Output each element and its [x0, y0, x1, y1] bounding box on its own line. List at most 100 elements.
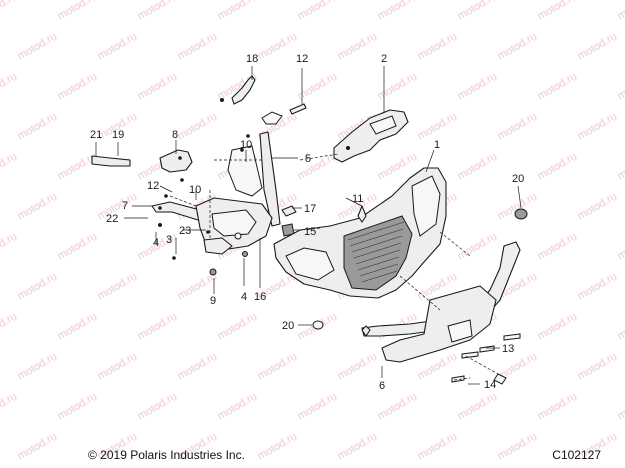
watermark-text: motod.ru	[256, 30, 300, 62]
callout-11: 11	[352, 193, 363, 205]
watermark-text: motod.ru	[576, 350, 620, 382]
watermark-text: motod.ru	[536, 310, 580, 342]
watermark-text: motod.ru	[0, 310, 19, 342]
callout-6: 6	[379, 380, 385, 392]
watermark-text: motod.ru	[96, 30, 140, 62]
watermark-text: motod.ru	[0, 0, 19, 23]
callout-18: 18	[246, 53, 258, 65]
watermark-text: motod.ru	[176, 30, 220, 62]
callout-4-bottom: 4	[241, 291, 247, 303]
watermark-text: motod.ru	[16, 30, 60, 62]
watermark-text: motod.ru	[296, 390, 340, 422]
callout-8: 8	[172, 129, 178, 141]
watermark-text: motod.ru	[56, 390, 100, 422]
watermark-text: motod.ru	[536, 150, 580, 182]
watermark-text: motod.ru	[456, 70, 500, 102]
callout-12-top: 12	[296, 53, 308, 65]
hardware-fasteners	[158, 134, 521, 385]
callout-13: 13	[502, 343, 514, 355]
callout-4-left: 4	[153, 237, 159, 249]
watermark-text: motod.ru	[176, 350, 220, 382]
callout-20-left: 20	[282, 320, 294, 332]
watermark-text: motod.ru	[136, 70, 180, 102]
watermark-text: motod.ru	[256, 430, 300, 462]
watermark-text: motod.ru	[216, 390, 260, 422]
watermark-text: motod.ru	[16, 270, 60, 302]
watermark-text: motod.ru	[376, 0, 420, 23]
watermark-text: motod.ru	[0, 150, 19, 182]
watermark-text: motod.ru	[0, 390, 19, 422]
watermark-text: motod.ru	[456, 0, 500, 23]
watermark-text: motod.ru	[576, 30, 620, 62]
part-12-bolt-top	[261, 103, 307, 125]
watermark-text: motod.ru	[136, 390, 180, 422]
callout-17: 17	[304, 203, 316, 215]
grille-slat	[347, 221, 405, 241]
watermark-text: motod.ru	[0, 230, 19, 262]
part-5-upright-bracket	[227, 131, 281, 227]
callout-12-left: 12	[147, 180, 159, 192]
watermark-text: motod.ru	[416, 110, 460, 142]
watermark-text: motod.ru	[416, 30, 460, 62]
watermark-text: motod.ru	[496, 30, 540, 62]
grille-slat	[361, 270, 398, 283]
callout-21: 21	[90, 129, 102, 141]
watermark-text: motod.ru	[96, 270, 140, 302]
part-2-upper-bracket	[333, 109, 409, 163]
watermark-text: motod.ru	[536, 0, 580, 23]
watermark-text: motod.ru	[296, 150, 340, 182]
callout-labels: 1 2 3 4 4 5 6 7 8 9 10 10 11 12 12 13 14…	[90, 53, 524, 392]
part-21-strap	[91, 155, 131, 167]
copyright-notice: © 2019 Polaris Industries Inc.	[88, 448, 245, 462]
callout-14: 14	[484, 379, 496, 391]
watermark-text: motod.ru	[536, 230, 580, 262]
grille-slat	[351, 235, 403, 253]
leader-lines	[95, 66, 522, 385]
watermark-text: motod.ru	[96, 350, 140, 382]
callout-10-lower: 10	[189, 184, 201, 196]
grille-slat	[357, 256, 400, 271]
part-20-bumper-right	[514, 208, 528, 220]
callout-3: 3	[166, 234, 172, 246]
watermark-text: motod.ru	[496, 110, 540, 142]
part-18-hook	[220, 75, 256, 105]
watermark-text: motod.ru	[536, 70, 580, 102]
watermark-text: motod.ru	[56, 230, 100, 262]
watermark-text: motod.ru	[576, 190, 620, 222]
watermark-text: motod.ru	[136, 0, 180, 23]
watermark-text: motod.ru	[616, 390, 625, 422]
watermark-text: motod.ru	[616, 0, 625, 23]
watermark-text: motod.ru	[416, 430, 460, 462]
grille-slat	[349, 228, 404, 247]
callout-15: 15	[304, 226, 316, 238]
callout-20-right: 20	[512, 173, 524, 185]
watermark-text: motod.ru	[56, 150, 100, 182]
callout-2: 2	[381, 53, 387, 65]
watermark-text: motod.ru	[456, 150, 500, 182]
watermark-text: motod.ru	[616, 150, 625, 182]
callout-19: 19	[112, 129, 124, 141]
watermark-text: motod.ru	[616, 310, 625, 342]
watermark-text: motod.ru	[56, 310, 100, 342]
watermark-text: motod.ru	[616, 230, 625, 262]
callout-9: 9	[210, 295, 216, 307]
watermark-text: motod.ru	[576, 270, 620, 302]
part-17-spacer	[281, 205, 297, 217]
part-20-bumper-left	[312, 320, 324, 330]
callout-22: 22	[106, 213, 118, 225]
watermark-text: motod.ru	[16, 430, 60, 462]
watermark-text: motod.ru	[376, 70, 420, 102]
watermark-text: motod.ru	[576, 110, 620, 142]
grille-mesh	[347, 221, 405, 283]
watermark-text: motod.ru	[56, 0, 100, 23]
watermark-text: motod.ru	[16, 350, 60, 382]
callout-1: 1	[434, 139, 440, 151]
diagram-code: C102127	[552, 448, 601, 462]
part-8-bracket	[159, 149, 193, 173]
main-mount-frame	[195, 197, 273, 255]
watermark-text: motod.ru	[536, 390, 580, 422]
watermark-text: motod.ru	[456, 390, 500, 422]
watermark-text: motod.ru	[336, 30, 380, 62]
watermark-text: motod.ru	[216, 310, 260, 342]
